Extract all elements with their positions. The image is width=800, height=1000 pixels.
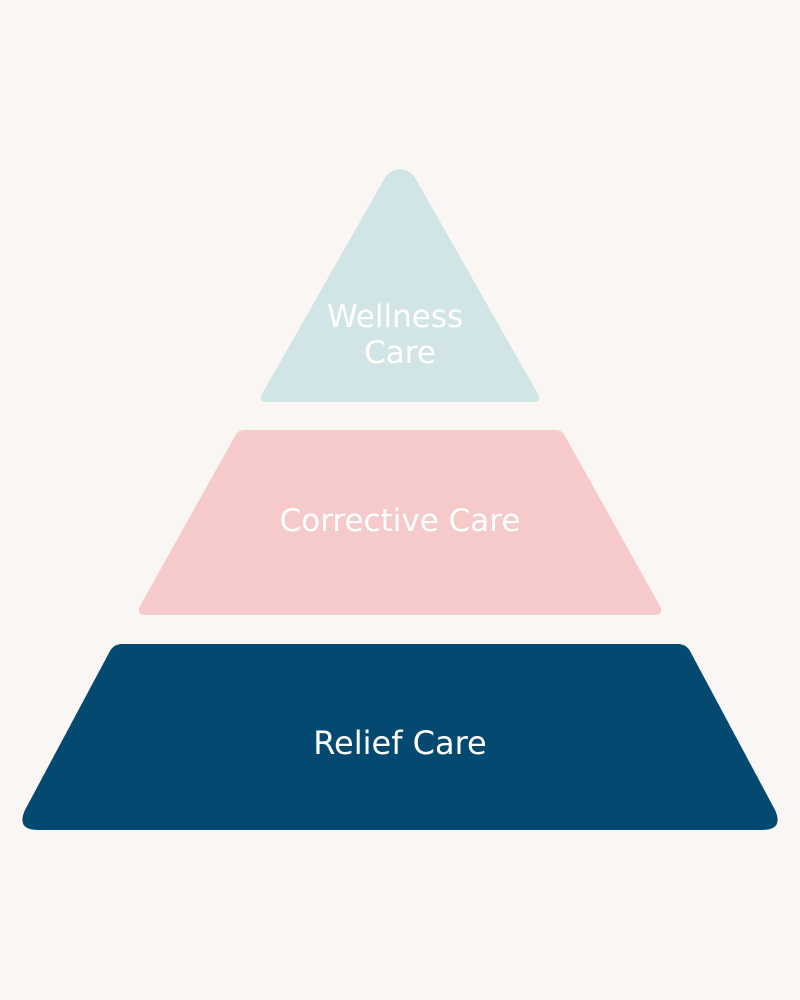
tier-corrective-shape (138, 430, 662, 615)
tier-corrective-label: Corrective Care (280, 503, 521, 539)
tier-wellness-label-line-1: Wellness (327, 299, 463, 335)
tier-wellness-label: Wellness Care (327, 299, 473, 371)
tier-corrective: Corrective Care (138, 430, 662, 615)
tier-wellness: Wellness Care (260, 169, 540, 402)
tier-relief-label: Relief Care (313, 724, 486, 762)
tier-relief: Relief Care (22, 644, 778, 830)
tier-corrective-label-line-1: Corrective Care (280, 503, 521, 539)
tier-wellness-label-line-2: Care (364, 335, 436, 371)
tier-relief-shape (22, 644, 778, 830)
tier-relief-label-line-1: Relief Care (313, 724, 486, 762)
tier-wellness-shape (260, 169, 540, 402)
